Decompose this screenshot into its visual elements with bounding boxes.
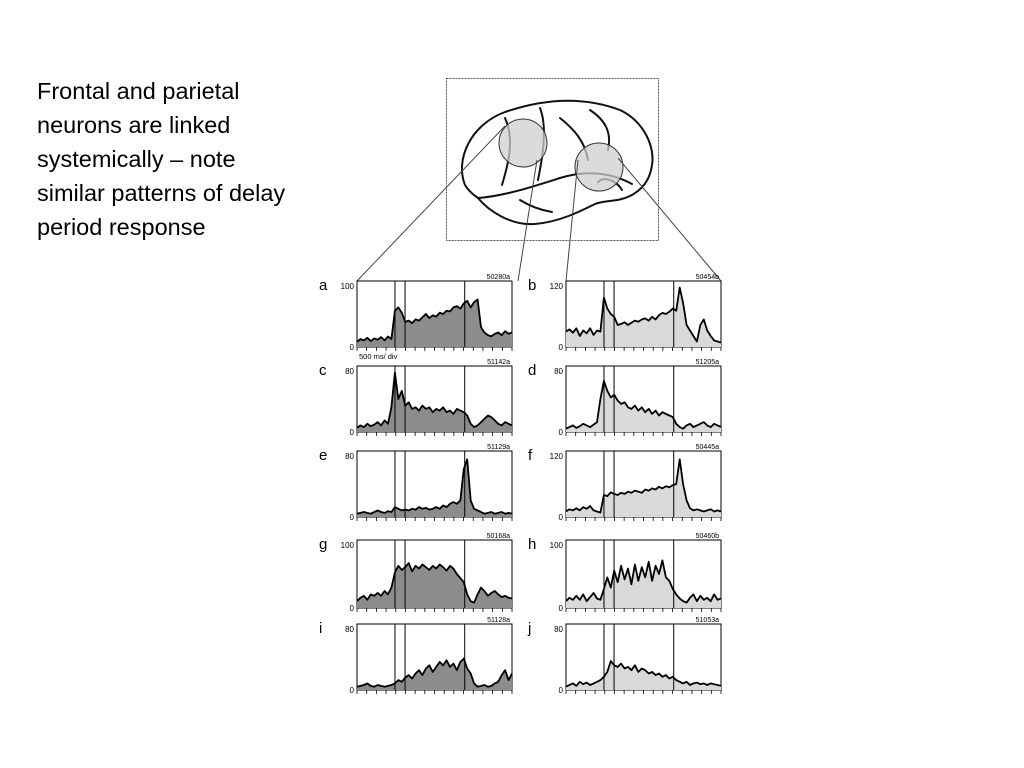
neuron-id: 50445a: [696, 444, 719, 451]
neuron-id: 51205a: [696, 359, 719, 366]
response-area: [566, 560, 721, 608]
response-area: [566, 459, 721, 517]
y-tick-label: 0: [350, 513, 355, 522]
response-line: [565, 380, 722, 430]
y-tick-label: 100: [341, 282, 355, 291]
neuron-id: 50454b: [696, 274, 719, 281]
panel-letter: c: [319, 362, 327, 379]
neuron-id: 51053a: [696, 617, 719, 624]
connector-lines: [356, 125, 722, 282]
response-line: [565, 559, 722, 604]
response-line: [356, 298, 513, 343]
response-line: [356, 371, 513, 429]
panel-letter: d: [528, 362, 536, 379]
response-line: [565, 458, 722, 514]
y-tick-label: 100: [341, 541, 355, 550]
panel-j: j 80 0 51053a: [527, 617, 722, 695]
monkey-brain-icon: [460, 99, 654, 226]
brain-illustration: [356, 78, 722, 282]
neuron-id: 51128a: [487, 617, 510, 624]
panel-a: a 100 0 50280a: [319, 274, 513, 352]
y-tick-label: 0: [559, 428, 564, 437]
y-tick-label: 80: [345, 452, 354, 461]
panel-letter: g: [319, 536, 327, 553]
response-line: [356, 657, 513, 688]
panel-letter: h: [528, 536, 536, 553]
panel-letter: j: [527, 620, 531, 637]
panel-letter: a: [319, 277, 328, 294]
frontal-region: [498, 118, 548, 168]
response-line: [565, 286, 722, 344]
panel-i: i 80 0 51128a: [319, 617, 513, 695]
neuron-id: 50460b: [696, 533, 719, 540]
panel-letter: b: [528, 277, 536, 294]
response-line: [356, 458, 513, 515]
panel-h: h 100 0 50460b: [528, 533, 722, 613]
response-area: [566, 380, 721, 432]
y-tick-label: 80: [554, 625, 563, 634]
panel-c: c 80 0 51142a: [319, 359, 513, 437]
y-tick-label: 80: [345, 625, 354, 634]
slide-text: Frontal and parietal neurons are linked …: [37, 78, 286, 240]
neuron-id: 51129a: [487, 444, 510, 451]
panel-grid: a 100 0 50280a b 120 0 50454b c 80 0 51142a d 80 0 5120…: [319, 274, 722, 695]
neuron-id: 50168a: [487, 533, 510, 540]
response-area: [566, 661, 721, 690]
y-tick-label: 80: [345, 367, 354, 376]
panel-d: d 80 0 51205a: [528, 359, 722, 437]
brain-frame: [446, 78, 659, 241]
neuron-id: 50280a: [487, 274, 510, 281]
y-tick-label: 120: [550, 452, 564, 461]
panel-frame: [356, 450, 513, 518]
y-tick-label: 0: [350, 428, 355, 437]
response-line: [356, 562, 513, 604]
panel-b: b 120 0 50454b: [528, 274, 722, 352]
y-tick-label: 0: [559, 513, 564, 522]
parietal-region: [574, 142, 624, 192]
panel-f: f 120 0 50445a: [528, 444, 722, 522]
response-area: [357, 299, 512, 347]
panel-letter: i: [319, 620, 322, 637]
y-tick-label: 120: [550, 282, 564, 291]
y-tick-label: 0: [559, 343, 564, 352]
panel-e: e 80 0 51129a: [319, 444, 513, 522]
y-tick-label: 100: [550, 541, 564, 550]
response-area: [357, 372, 512, 432]
y-tick-label: 80: [554, 367, 563, 376]
y-tick-label: 0: [350, 686, 355, 695]
scale-label: 500 ms/ div: [359, 352, 398, 361]
response-area: [357, 563, 512, 608]
y-tick-label: 0: [350, 343, 355, 352]
y-tick-label: 0: [559, 686, 564, 695]
response-line: [565, 660, 722, 688]
panel-letter: e: [319, 447, 327, 464]
panel-g: g 100 0 50168a: [319, 533, 513, 613]
y-tick-label: 0: [350, 604, 355, 613]
panel-letter: f: [528, 447, 533, 464]
neuron-id: 51142a: [487, 359, 510, 366]
y-tick-label: 0: [559, 604, 564, 613]
